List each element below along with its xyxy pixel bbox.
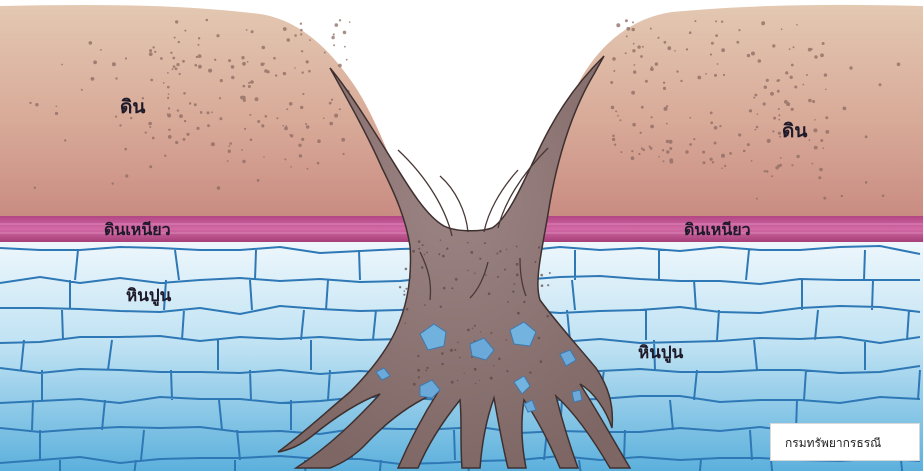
label-limestone-left: หินปูน: [126, 282, 171, 309]
label-soil-left: ดิน: [120, 92, 145, 122]
label-clay-right: ดินเหนียว: [684, 218, 751, 243]
soil-right: [538, 5, 923, 216]
credit-box: กรมทรัพยากรธรณี: [770, 423, 920, 461]
soil-left: [0, 5, 412, 216]
label-clay-left: ดินเหนียว: [104, 218, 171, 243]
credit-text: กรมทรัพยากรธรณี: [785, 434, 881, 453]
clay-left: [0, 216, 420, 242]
label-limestone-right: หินปูน: [638, 339, 683, 366]
label-soil-right: ดิน: [782, 116, 807, 146]
